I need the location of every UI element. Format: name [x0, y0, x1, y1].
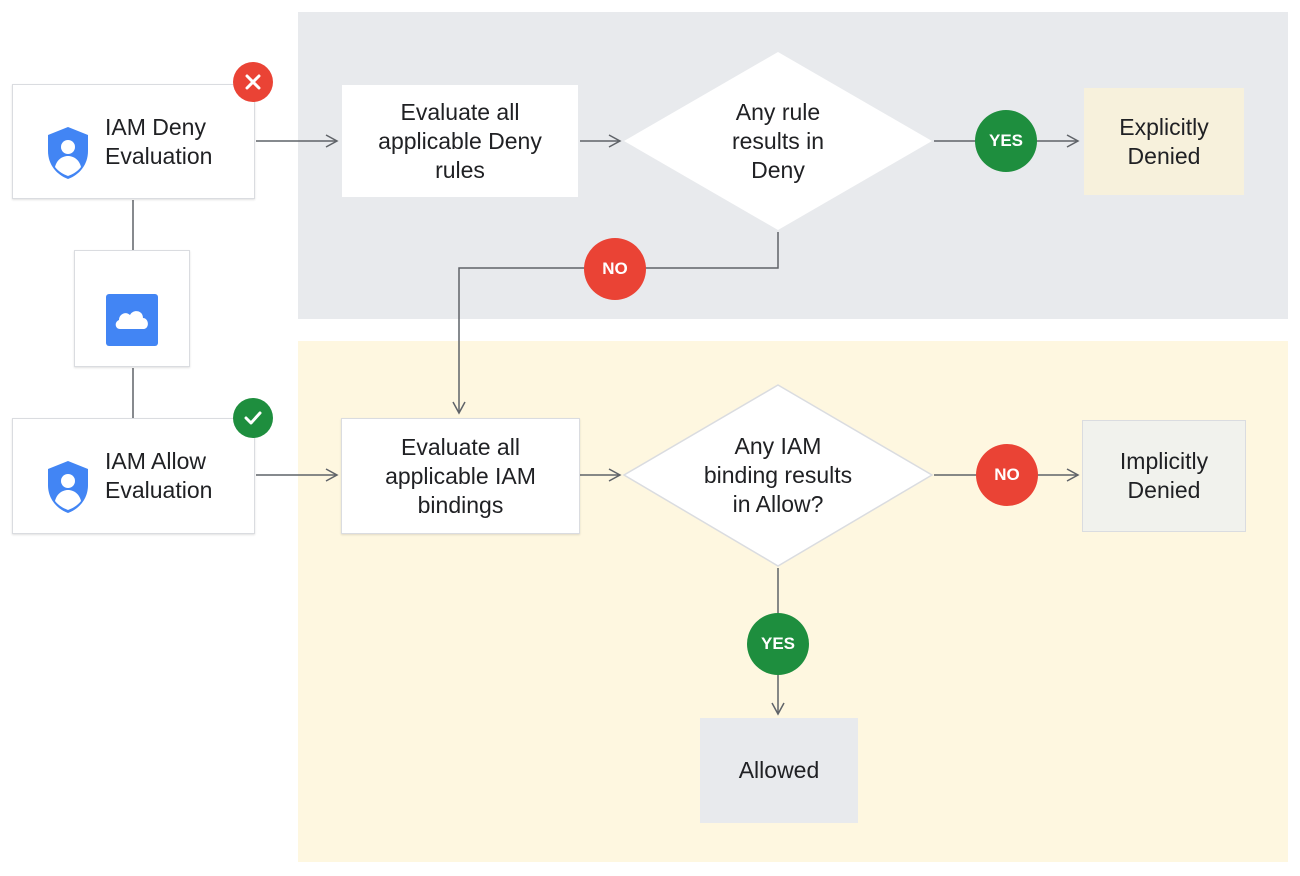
- allow-evaluate-step: Evaluate all applicable IAM bindings: [341, 418, 580, 534]
- deny-decision-text: Any rule results in Deny: [731, 98, 825, 183]
- shield-person-icon: [45, 430, 91, 522]
- allowed-outcome: Allowed: [700, 718, 858, 823]
- allow-yes-badge: YES: [747, 613, 809, 675]
- deny-no-badge: NO: [584, 238, 646, 300]
- deny-evaluate-step: Evaluate all applicable Deny rules: [342, 85, 578, 197]
- iam-allow-label: IAM Allow Evaluation: [105, 448, 213, 503]
- iam-deny-evaluation-card: IAM Deny Evaluation: [12, 84, 255, 199]
- resource-card: [74, 250, 190, 367]
- allow-no-badge: NO: [976, 444, 1038, 506]
- cloud-icon: [106, 265, 158, 353]
- allow-decision-diamond: [622, 384, 934, 567]
- deny-yes-badge: YES: [975, 110, 1037, 172]
- shield-person-icon: [45, 96, 91, 188]
- allow-decision-text: Any IAM binding results in Allow?: [703, 432, 853, 517]
- deny-decision-diamond: [624, 52, 932, 230]
- iam-deny-label: IAM Deny Evaluation: [105, 113, 213, 169]
- explicitly-denied-outcome: Explicitly Denied: [1084, 88, 1244, 195]
- iam-allow-evaluation-card: IAM Allow Evaluation: [12, 418, 255, 534]
- implicitly-denied-outcome: Implicitly Denied: [1082, 420, 1246, 532]
- x-icon: [233, 62, 273, 102]
- check-icon: [233, 398, 273, 438]
